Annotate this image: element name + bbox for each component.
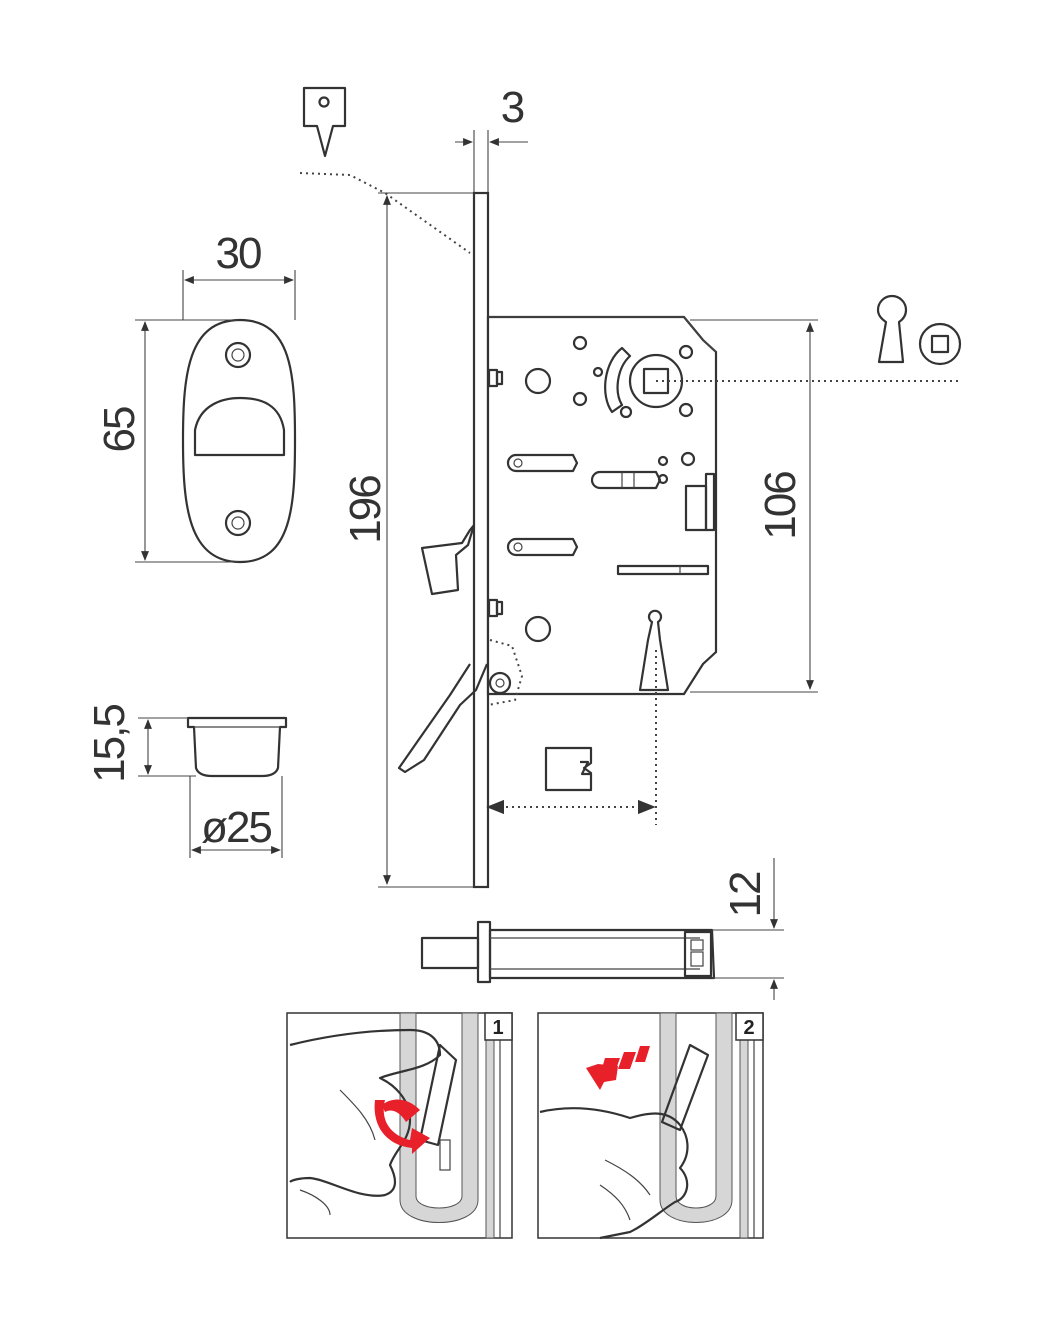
faceplate-thickness-label: 3 xyxy=(501,83,524,132)
strike-cup xyxy=(186,716,288,778)
spindle-square-icon xyxy=(544,746,593,792)
hook-bolt-icon xyxy=(302,86,347,158)
step-1-number: 1 xyxy=(492,1017,503,1039)
strike-plate xyxy=(181,318,297,564)
square-spindle-icon xyxy=(918,322,962,366)
instruction-step-2: 2 xyxy=(537,1012,764,1240)
bolt-side-view xyxy=(420,920,716,984)
cup-height-label: 15,5 xyxy=(85,705,134,783)
step-2-number: 2 xyxy=(743,1017,754,1039)
cup-diameter-label: ø25 xyxy=(201,803,271,852)
bolt-height-label: 12 xyxy=(721,872,770,917)
strike-height-label: 65 xyxy=(95,407,144,452)
keyhole-icon xyxy=(876,294,908,364)
instruction-step-1: 1 xyxy=(286,1012,513,1239)
strike-width-label: 30 xyxy=(216,229,261,278)
case-height-label: 106 xyxy=(756,472,805,540)
lock-body xyxy=(397,191,718,889)
faceplate-length-label: 196 xyxy=(341,476,390,544)
